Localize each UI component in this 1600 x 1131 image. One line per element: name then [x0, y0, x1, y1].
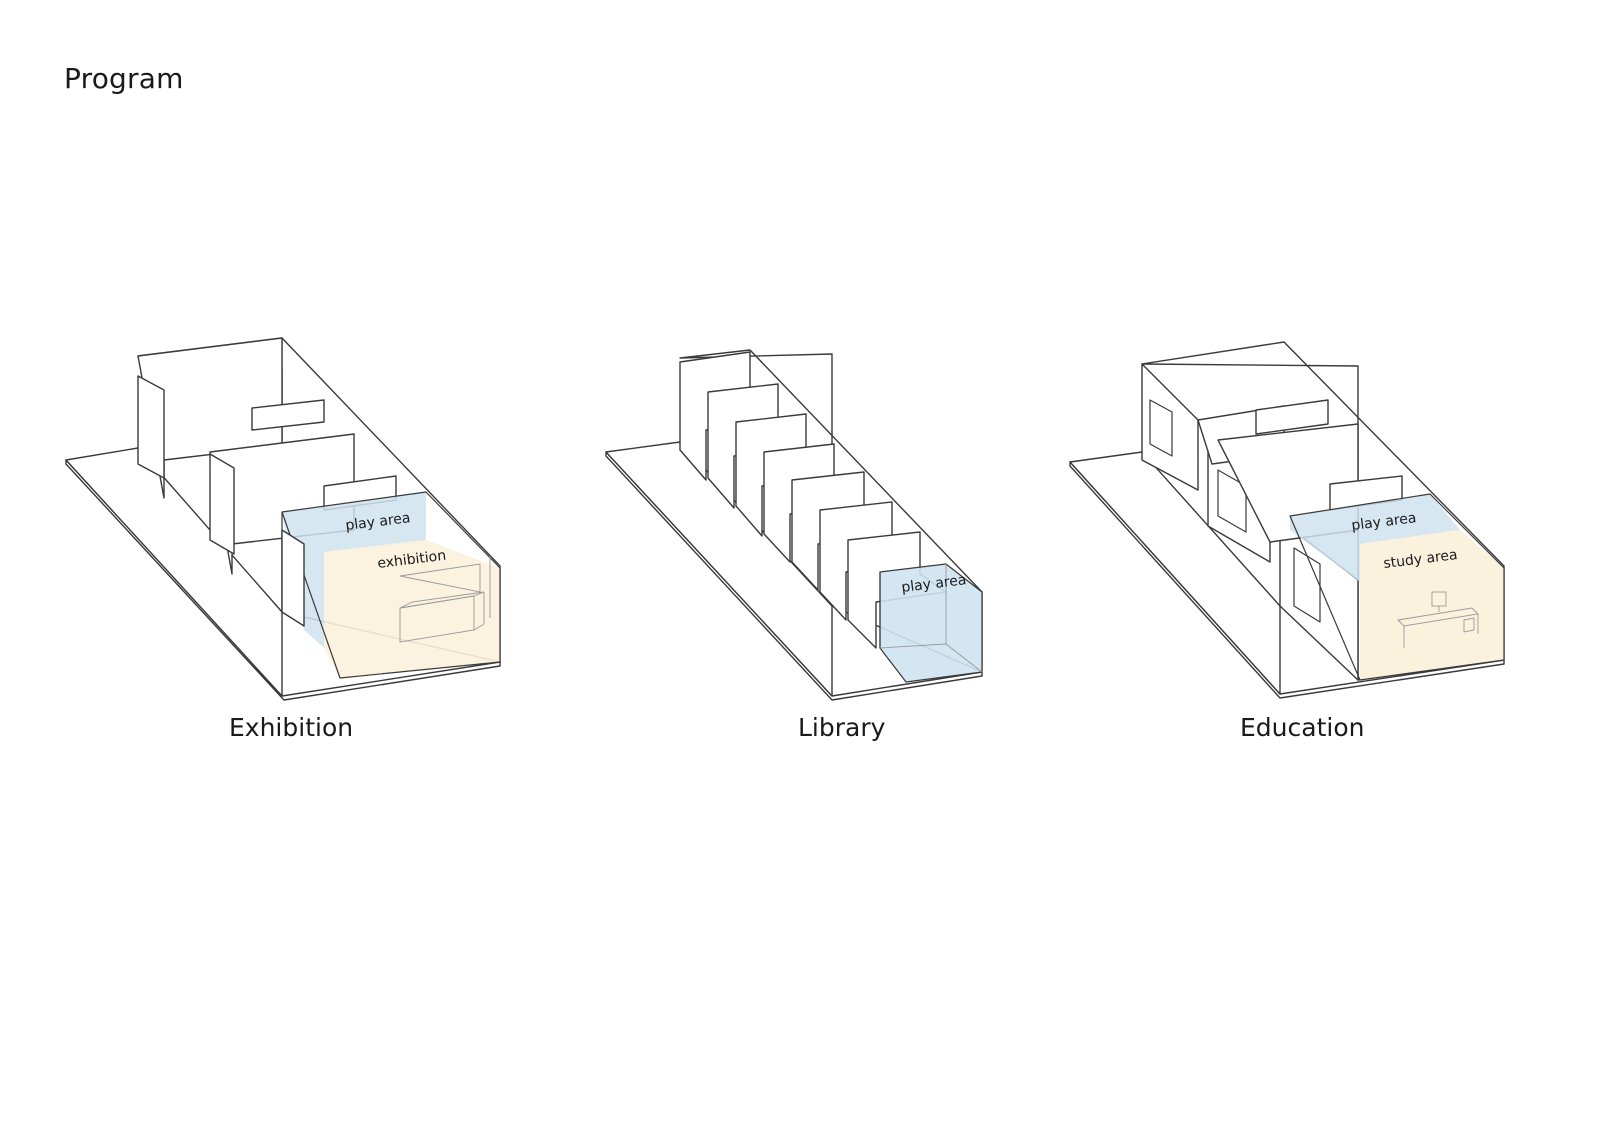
education-axonometric-diagram: play area study area	[1069, 341, 1505, 699]
panel-caption: Library	[798, 713, 886, 742]
front-wall-1	[1141, 363, 1199, 491]
library-panel: play area Library	[600, 330, 1060, 760]
exhibition-zone	[324, 540, 500, 678]
study-room-outline	[1289, 493, 1505, 681]
room-2-side	[209, 453, 235, 555]
exhibition-room-outline	[281, 491, 501, 679]
play-area-zone	[1290, 494, 1460, 582]
partition-small-1	[251, 399, 325, 431]
page-title: Program	[64, 62, 184, 95]
study-stool	[1463, 617, 1475, 633]
zone-label-play-area: play area	[345, 510, 412, 534]
panel-caption: Education	[1240, 713, 1365, 742]
zone-label-play-area: play area	[901, 572, 968, 596]
window-3	[1293, 547, 1321, 623]
partition-small-1	[1255, 399, 1329, 435]
room-3-sidewall	[281, 529, 305, 627]
panel-caption: Exhibition	[229, 713, 354, 742]
library-axonometric-diagram: play area	[605, 349, 983, 701]
window-1	[1149, 399, 1173, 457]
exhibition-axonometric-diagram: play area exhibition	[65, 337, 501, 701]
education-panel: play area study area Education	[1068, 330, 1528, 760]
exhibition-panel: play area exhibition Exhibition	[60, 330, 520, 760]
play-area-zone	[282, 492, 426, 648]
window-2	[1217, 469, 1247, 533]
zone-label-play-area: play area	[1351, 510, 1418, 534]
room-1-side	[137, 375, 165, 479]
